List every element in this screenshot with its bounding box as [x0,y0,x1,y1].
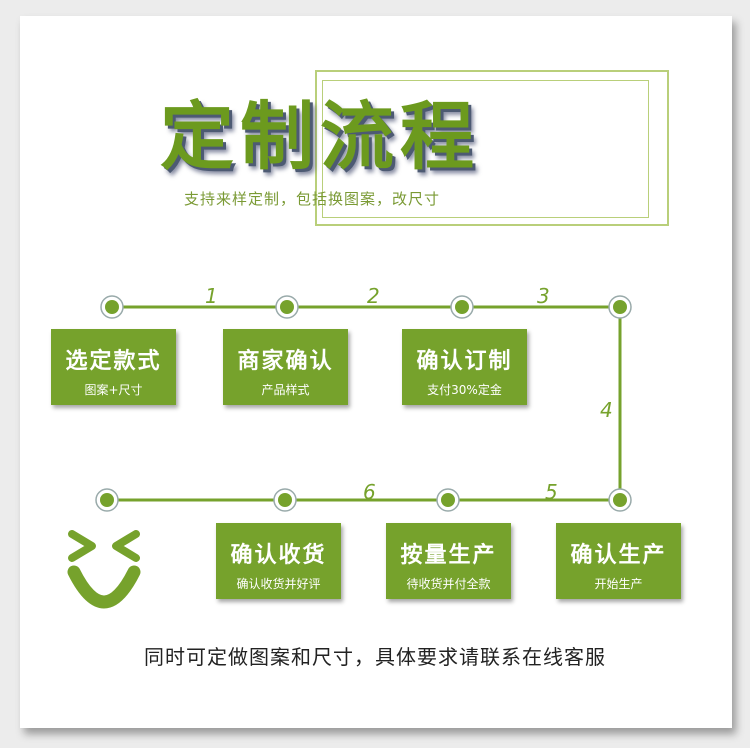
flow-node-6 [436,488,460,512]
step-box-confirm-receipt: 确认收货 确认收货并好评 [216,523,341,599]
step-number-1: 1 [205,284,218,308]
step-box-mass-production: 按量生产 待收货并付全款 [386,523,511,599]
smiley-icon [67,530,141,609]
flow-node-1 [100,295,124,319]
step-box-confirm-production: 确认生产 开始生产 [556,523,681,599]
step-desc: 确认收货并好评 [236,577,321,591]
step-desc: 支付30%定金 [427,383,502,397]
page-subtitle: 支持来样定制，包括换图案，改尺寸 [184,190,441,208]
step-desc: 产品样式 [261,383,310,397]
step-box-merchant-confirm: 商家确认 产品样式 [223,329,348,405]
step-title: 确认收货 [230,543,327,568]
step-title: 选定款式 [65,349,162,374]
flow-node-2 [275,295,299,319]
step-number-4: 4 [600,398,613,422]
decorative-frame-outer [315,70,669,226]
flow-node-7 [273,488,297,512]
step-box-select-style: 选定款式 图案+尺寸 [51,329,176,405]
flow-node-5 [608,488,632,512]
step-desc: 待收货并付全款 [406,577,491,591]
step-number-5: 5 [545,480,558,504]
flow-nodes [95,295,632,512]
decorative-frame-inner [322,80,649,218]
step-box-confirm-order: 确认订制 支付30%定金 [402,329,527,405]
step-desc: 图案+尺寸 [84,383,143,397]
step-number-3: 3 [537,284,550,308]
step-number-2: 2 [367,284,380,308]
page-title: 定制流程 [160,94,480,180]
flow-connector-lines [107,305,622,502]
flow-node-4 [608,295,632,319]
footer-note: 同时可定做图案和尺寸，具体要求请联系在线客服 [144,645,606,669]
step-title: 确认订制 [416,349,513,374]
step-title: 确认生产 [570,543,667,568]
step-title: 商家确认 [237,349,334,374]
step-desc: 开始生产 [594,577,643,591]
step-title: 按量生产 [400,543,497,568]
flow-node-3 [450,295,474,319]
step-number-6: 6 [363,480,376,504]
flow-node-8 [95,488,119,512]
